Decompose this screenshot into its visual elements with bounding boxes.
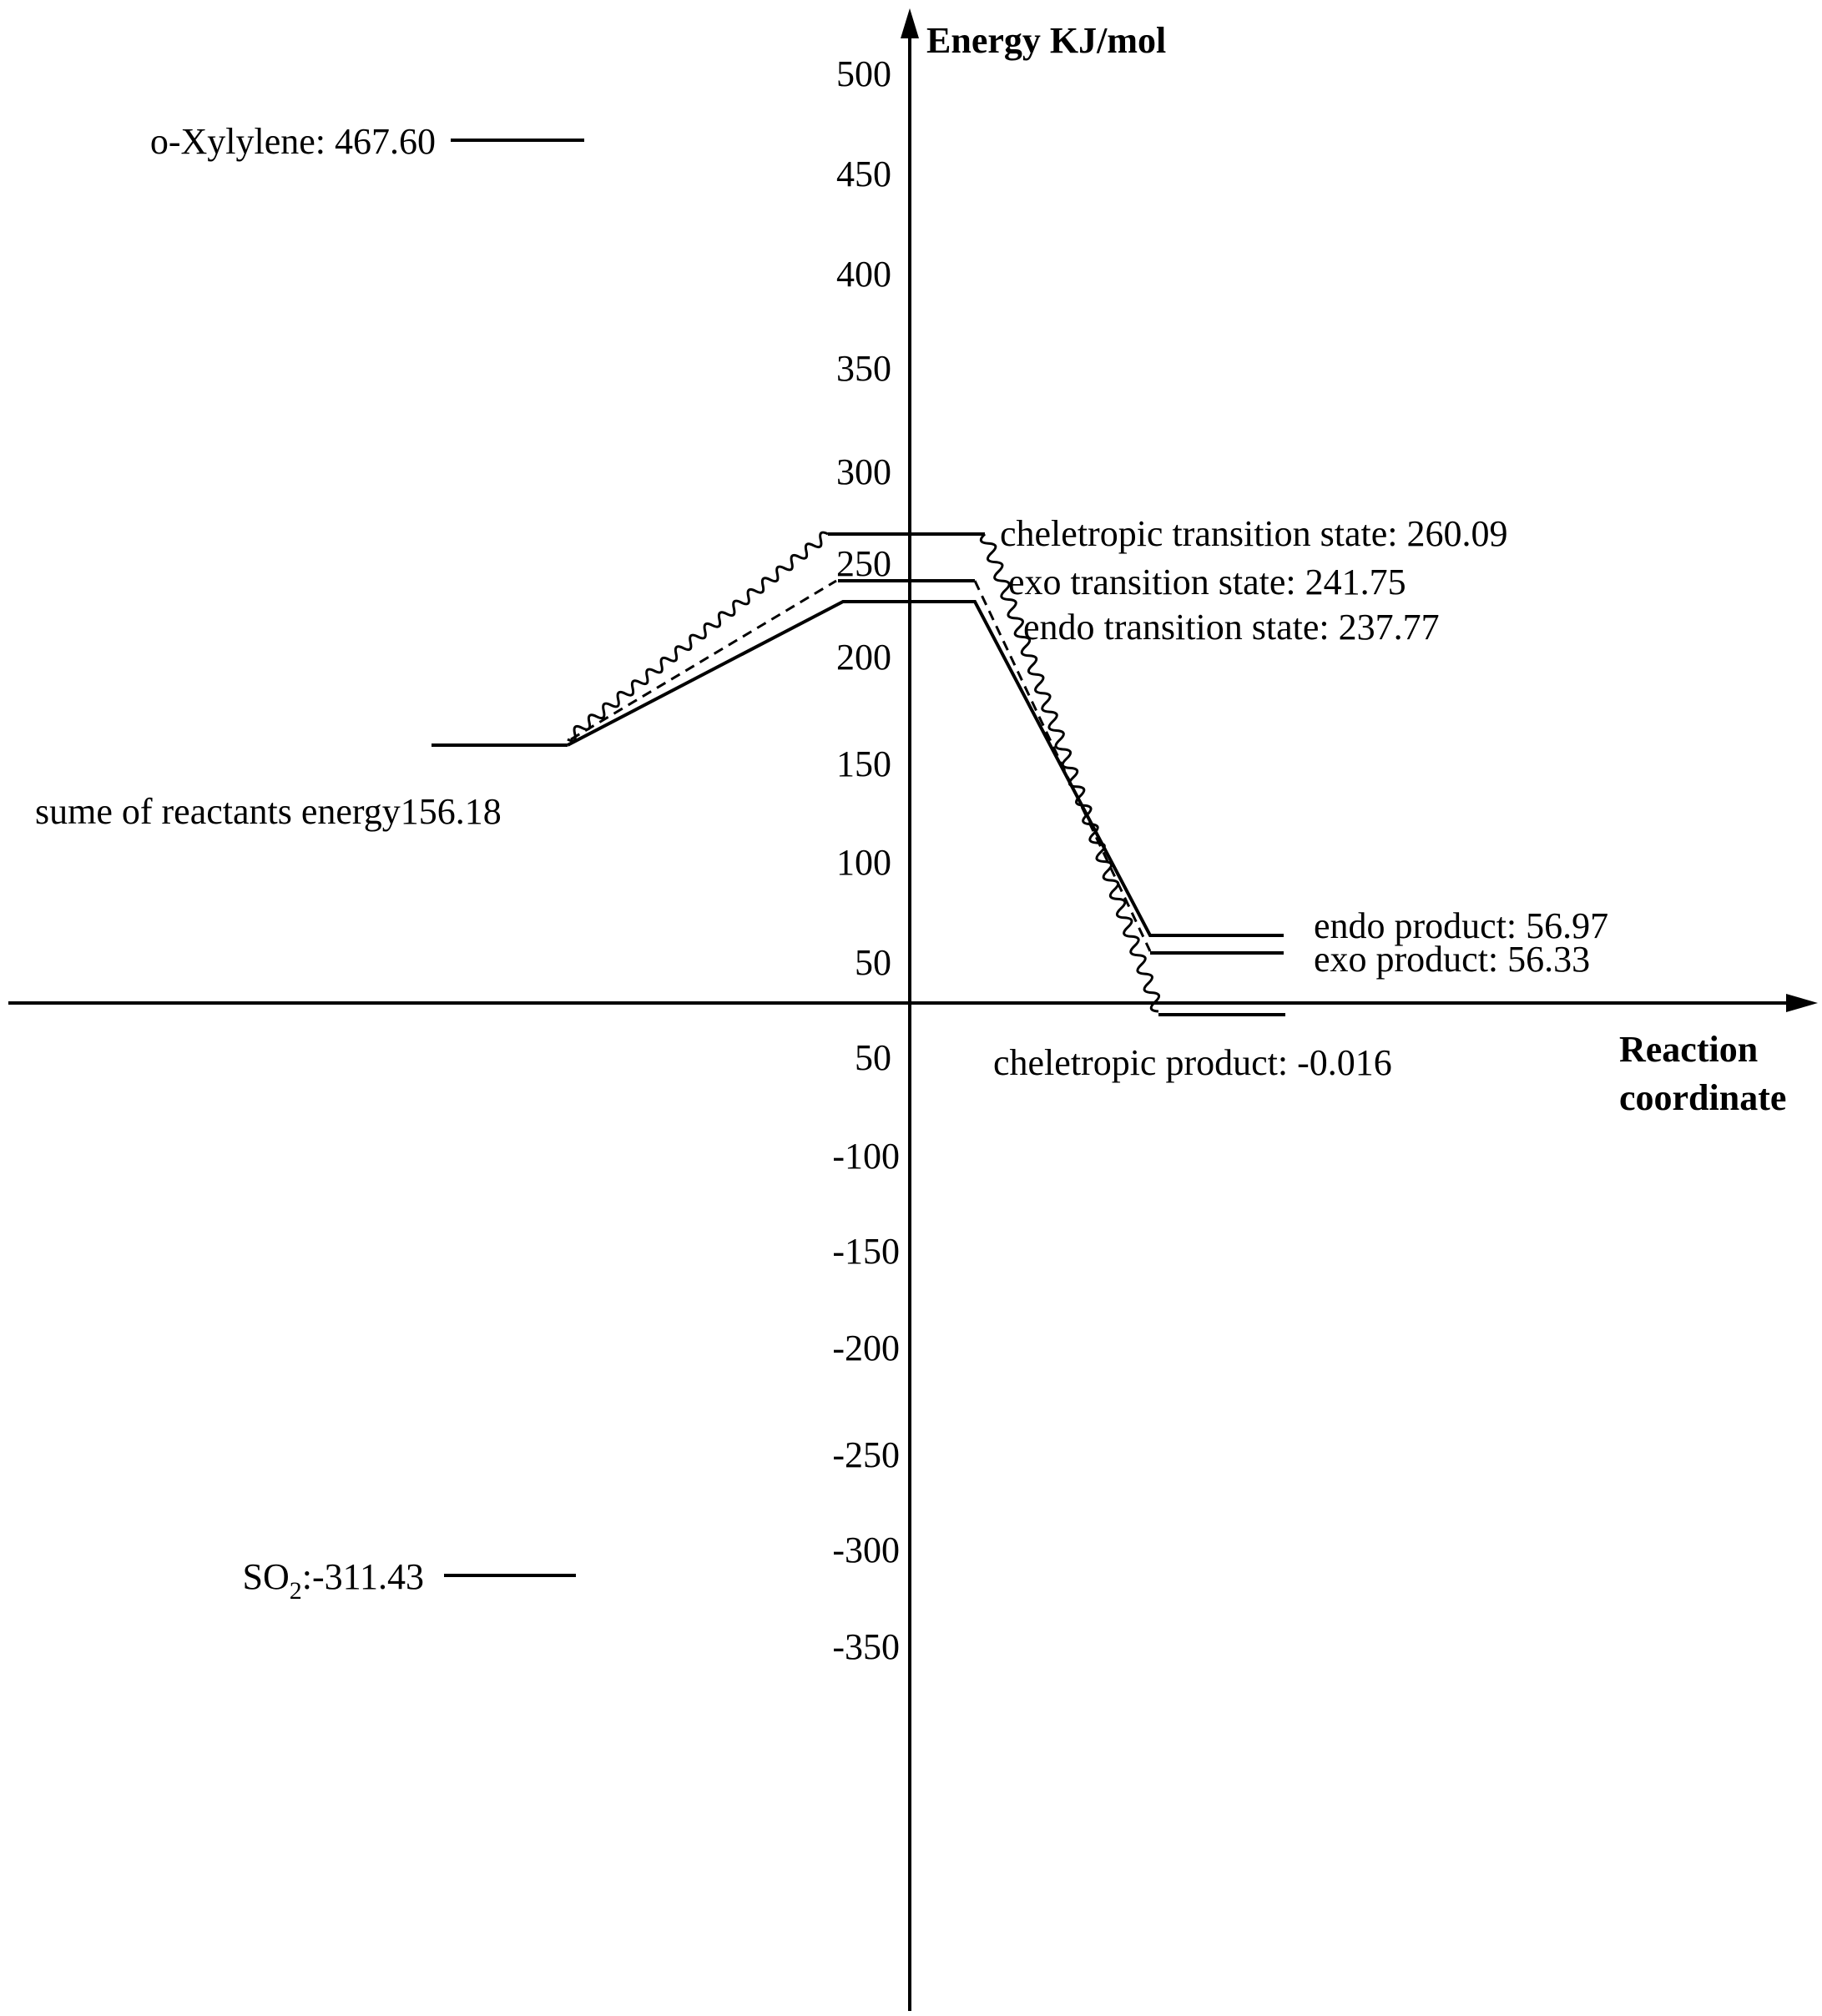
level-o-xylylene: o-Xylylene: 467.60 bbox=[150, 121, 584, 162]
level-label: o-Xylylene: 467.60 bbox=[150, 121, 436, 162]
y-tick-label: -200 bbox=[832, 1328, 900, 1368]
label-cheletropic-product: cheletropic product: -0.016 bbox=[993, 1042, 1392, 1083]
y-tick-label: 50 bbox=[855, 1037, 891, 1078]
y-axis-title: Energy KJ/mol bbox=[926, 20, 1166, 61]
y-tick-label: 250 bbox=[836, 543, 891, 584]
pathway-cheletropic-descent bbox=[979, 532, 1161, 1013]
pathway-cheletropic-ascent bbox=[567, 531, 829, 743]
pathway-endo bbox=[567, 600, 1284, 937]
y-tick-label: 400 bbox=[836, 254, 891, 295]
y-tick-label: 150 bbox=[836, 743, 891, 784]
y-tick-label: -300 bbox=[832, 1530, 900, 1570]
pathway-endo-line bbox=[567, 600, 1284, 937]
y-tick-label: -250 bbox=[832, 1434, 900, 1475]
label-endo-product: endo product: 56.97 bbox=[1314, 905, 1608, 946]
axes bbox=[8, 8, 1818, 2011]
y-tick-label: 300 bbox=[836, 451, 891, 492]
x-axis-title-line2: coordinate bbox=[1619, 1077, 1786, 1118]
level-label: sume of reactants energy156.18 bbox=[35, 791, 502, 832]
y-tick-label: 350 bbox=[836, 348, 891, 389]
label-endo-ts: endo transition state: 237.77 bbox=[1023, 607, 1440, 648]
level-so2: SO2:-311.43 bbox=[243, 1556, 576, 1605]
y-tick-label: 500 bbox=[836, 53, 891, 94]
y-axis-arrowhead bbox=[901, 8, 919, 38]
pathway-cheletropic bbox=[567, 531, 1285, 1016]
y-tick-labels: 500 450 400 350 300 250 200 150 100 50 5… bbox=[832, 53, 900, 1667]
pathway-exo-line bbox=[570, 579, 837, 741]
y-tick-label: 450 bbox=[836, 154, 891, 194]
y-tick-label: -150 bbox=[832, 1231, 900, 1272]
level-label: SO2:-311.43 bbox=[243, 1556, 425, 1605]
y-tick-label: 200 bbox=[836, 637, 891, 678]
y-tick-label: -100 bbox=[832, 1136, 900, 1177]
x-axis-title-line1: Reaction bbox=[1619, 1029, 1758, 1070]
y-tick-label: 100 bbox=[836, 842, 891, 883]
x-axis-arrowhead bbox=[1786, 994, 1818, 1012]
label-exo-ts: exo transition state: 241.75 bbox=[1008, 562, 1406, 602]
level-reactants: sume of reactants energy156.18 bbox=[35, 743, 568, 832]
y-tick-label: -350 bbox=[832, 1626, 900, 1667]
y-tick-label: 50 bbox=[855, 942, 891, 983]
label-exo-product: exo product: 56.33 bbox=[1314, 939, 1590, 980]
label-cheletropic-ts: cheletropic transition state: 260.09 bbox=[1000, 513, 1508, 554]
